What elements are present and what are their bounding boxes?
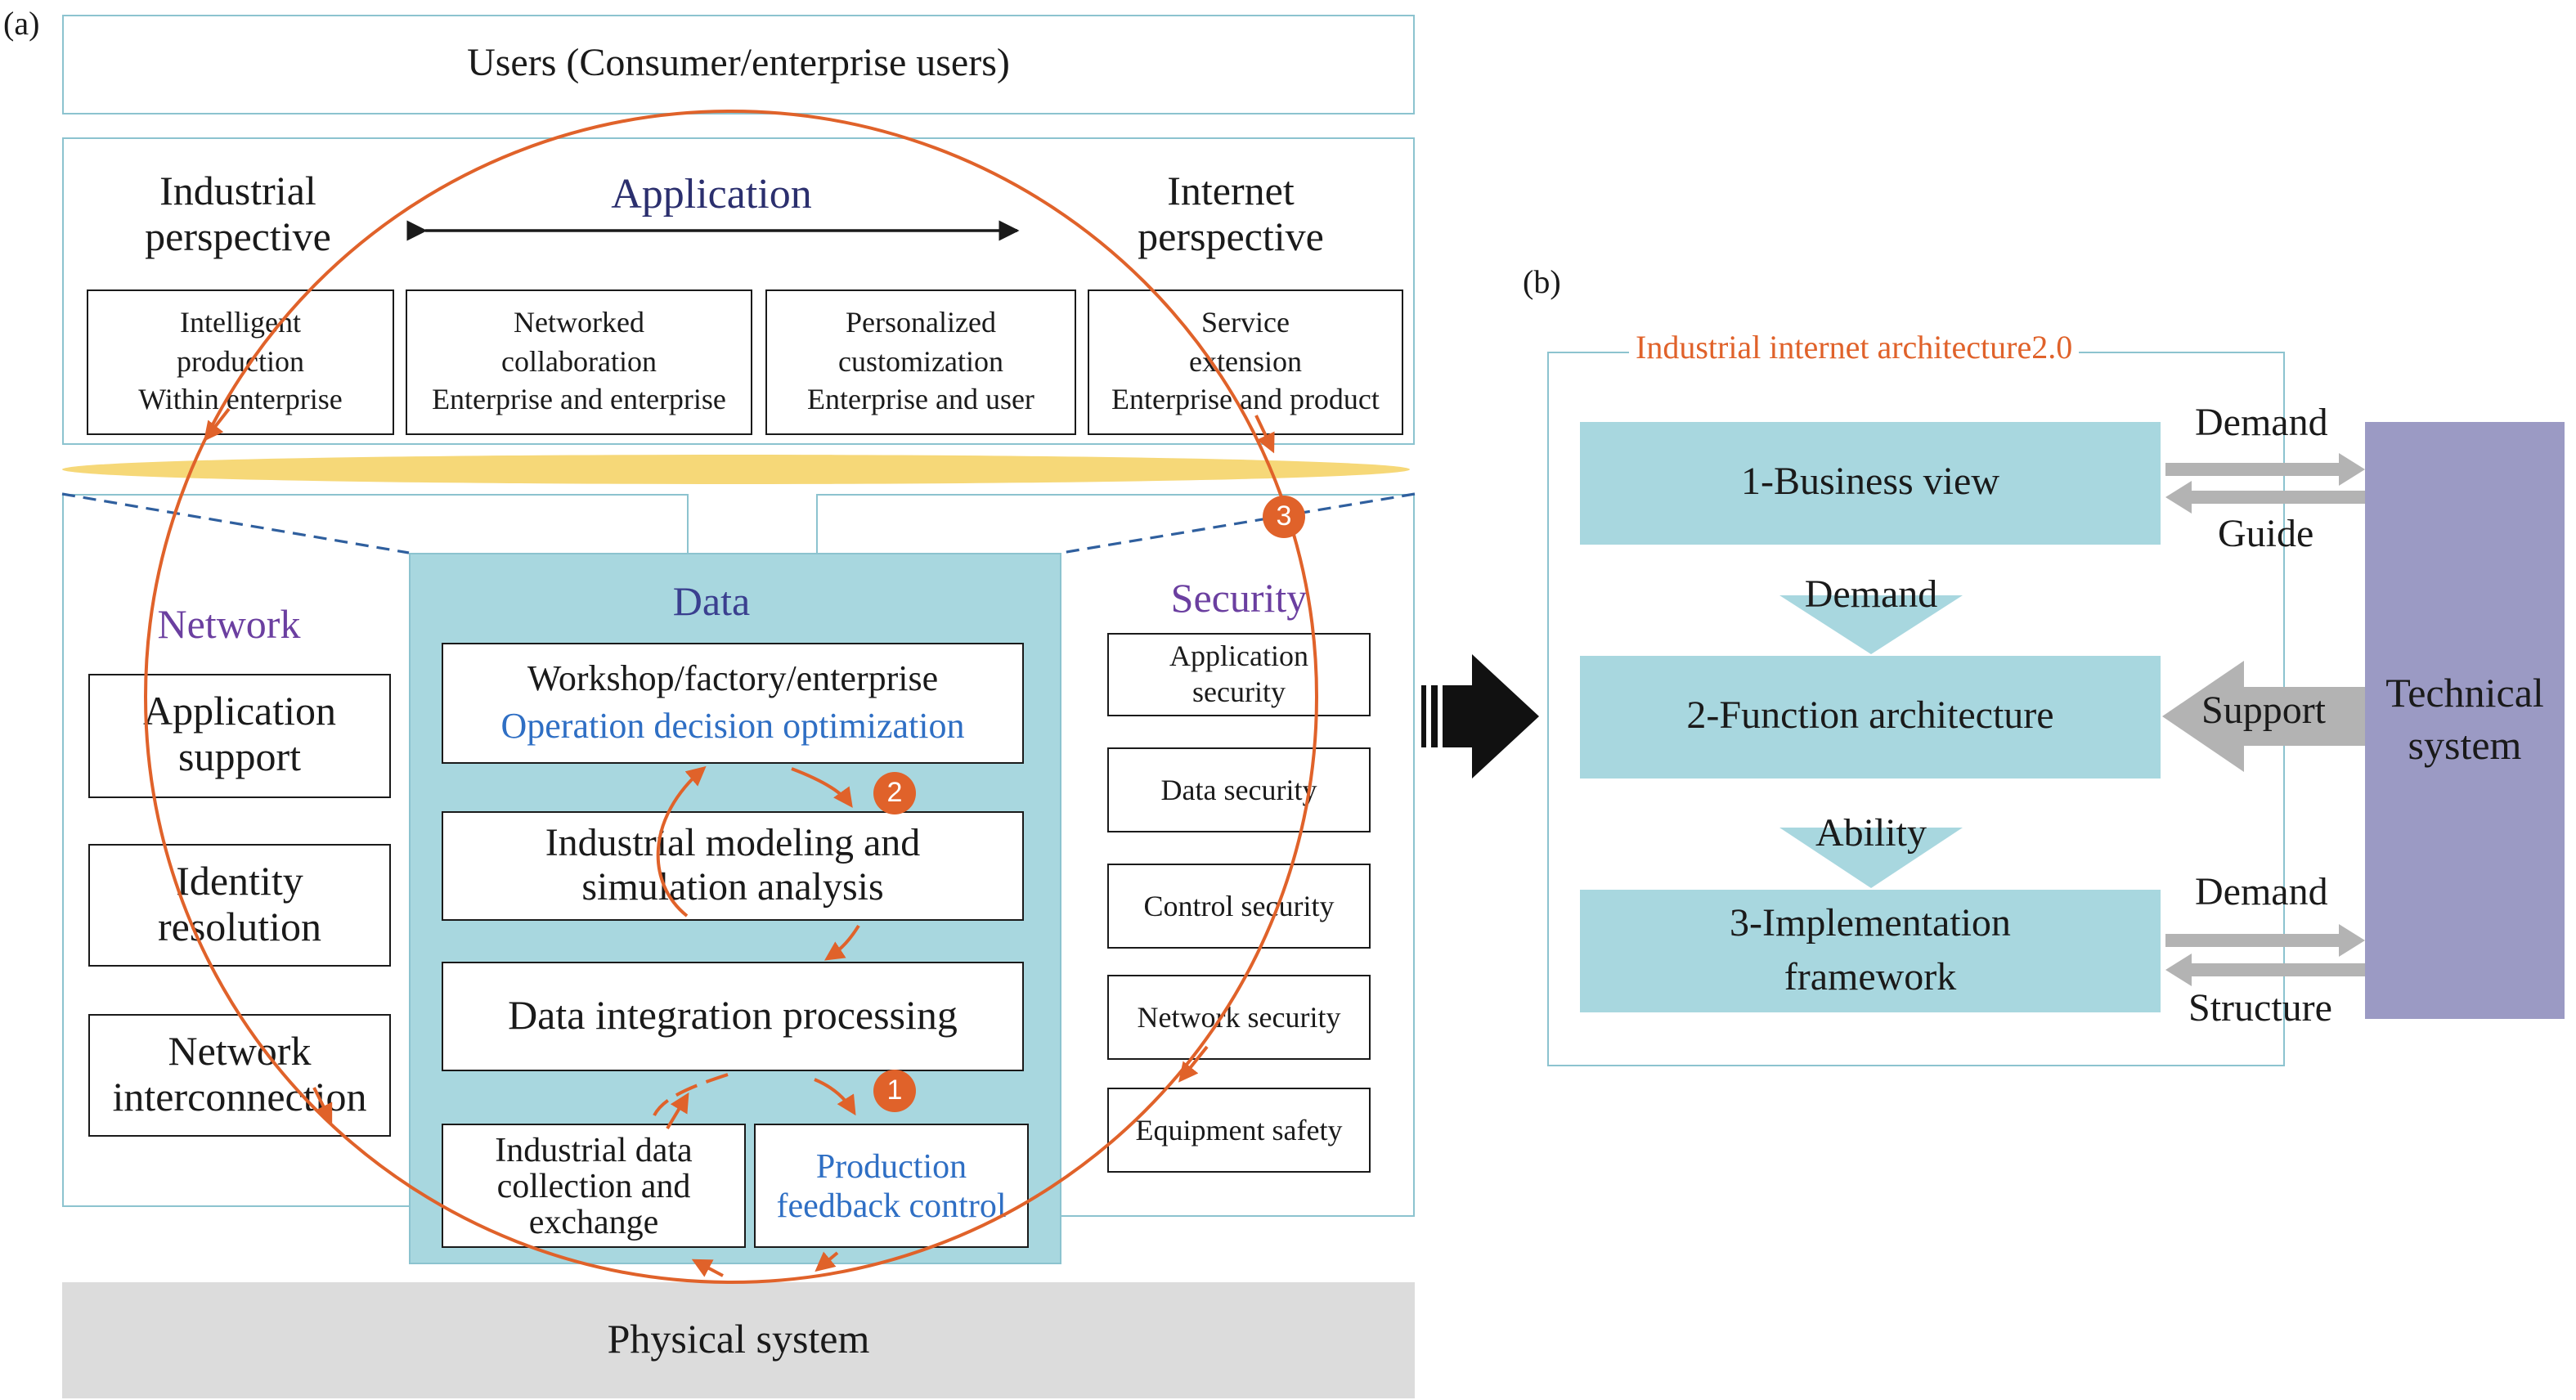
production-feedback-box: Production feedback control xyxy=(754,1124,1029,1248)
implementation-framework-box: 3-Implementation framework xyxy=(1580,890,2161,1012)
side-label-demand-bottom: Demand xyxy=(2195,872,2328,914)
data-title: Data xyxy=(672,581,751,625)
step-badge-1: 1 xyxy=(873,1070,916,1112)
network-item-interconnection: Network interconnection xyxy=(88,1014,391,1137)
network-title: Network xyxy=(157,604,301,648)
gold-platform-ellipse xyxy=(62,455,1410,484)
app-box-personalized-customization: Personalized customization Enterprise an… xyxy=(765,289,1076,435)
security-item-equipment: Equipment safety xyxy=(1107,1088,1371,1173)
app-box-networked-collaboration: Networked collaboration Enterprise and e… xyxy=(406,289,752,435)
data-collection-box: Industrial data collection and exchange xyxy=(442,1124,746,1248)
down-label-demand: Demand xyxy=(1804,573,1938,616)
security-item-control: Control security xyxy=(1107,864,1371,949)
panel-a-tag: (a) xyxy=(3,7,40,43)
physical-system-label: Physical system xyxy=(607,1317,870,1362)
users-box: Users (Consumer/enterprise users) xyxy=(62,15,1415,114)
decision-optimization-box: Workshop/factory/enterprise Operation de… xyxy=(442,643,1024,764)
technical-system-box: Technical system xyxy=(2365,422,2565,1019)
app-box-intelligent-production: Intelligent production Within enterprise xyxy=(87,289,394,435)
step-badge-3: 3 xyxy=(1263,496,1305,538)
panel-b-tag: (b) xyxy=(1523,265,1561,301)
function-architecture-box: 2-Function architecture xyxy=(1580,656,2161,779)
business-view-box: 1-Business view xyxy=(1580,422,2161,545)
data-integration-box: Data integration processing xyxy=(442,962,1024,1071)
step-badge-2: 2 xyxy=(873,772,916,814)
security-item-application: Application security xyxy=(1107,633,1371,716)
app-box-service-extension: Service extension Enterprise and product xyxy=(1088,289,1403,435)
internet-perspective-label: Internet perspective xyxy=(1138,170,1324,260)
industrial-perspective-label: Industrial perspective xyxy=(145,170,331,260)
side-label-demand-top: Demand xyxy=(2195,402,2328,445)
users-label: Users (Consumer/enterprise users) xyxy=(467,43,1010,85)
side-label-support: Support xyxy=(2201,690,2327,733)
security-item-data: Data security xyxy=(1107,747,1371,832)
architecture-title: Industrial internet architecture2.0 xyxy=(1629,330,2080,368)
security-item-network: Network security xyxy=(1107,975,1371,1060)
network-item-identity-resolution: Identity resolution xyxy=(88,844,391,967)
security-title: Security xyxy=(1170,577,1308,621)
down-label-ability: Ability xyxy=(1815,812,1927,855)
side-label-structure: Structure xyxy=(2188,988,2332,1030)
modeling-simulation-box: Industrial modeling and simulation analy… xyxy=(442,811,1024,921)
physical-system-bar: Physical system xyxy=(62,1282,1415,1398)
network-item-application-support: Application support xyxy=(88,674,391,798)
side-label-guide: Guide xyxy=(2218,514,2314,556)
application-title: Application xyxy=(611,170,812,218)
